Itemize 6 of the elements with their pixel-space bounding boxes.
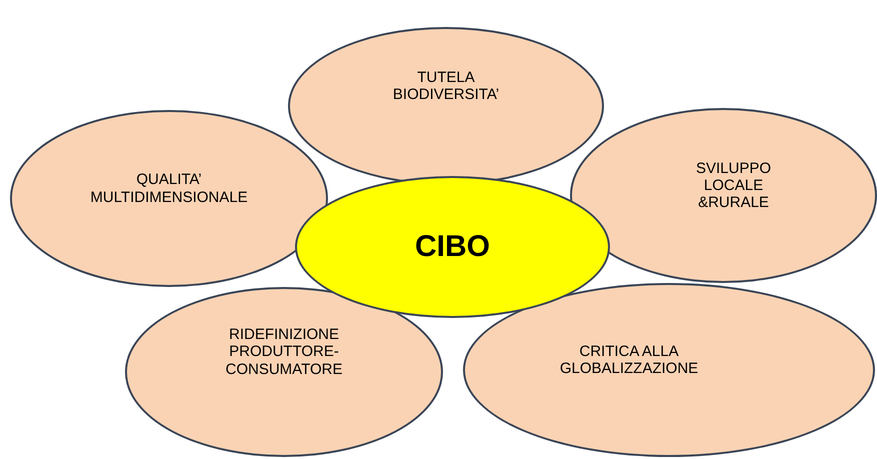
petal-label: CRITICA ALLA GLOBALIZZAZIONE	[558, 342, 700, 378]
petal-label: TUTELA BIODIVERSITA’	[392, 68, 500, 104]
petal-label: SVILUPPO LOCALE &RURALE	[694, 160, 772, 212]
center-label: CIBO	[415, 230, 490, 264]
petal-label: QUALITA’ MULTIDIMENSIONALE	[89, 171, 249, 206]
petal-label: RIDEFINIZIONE PRODUTTORE-CONSUMATORE	[224, 326, 344, 378]
